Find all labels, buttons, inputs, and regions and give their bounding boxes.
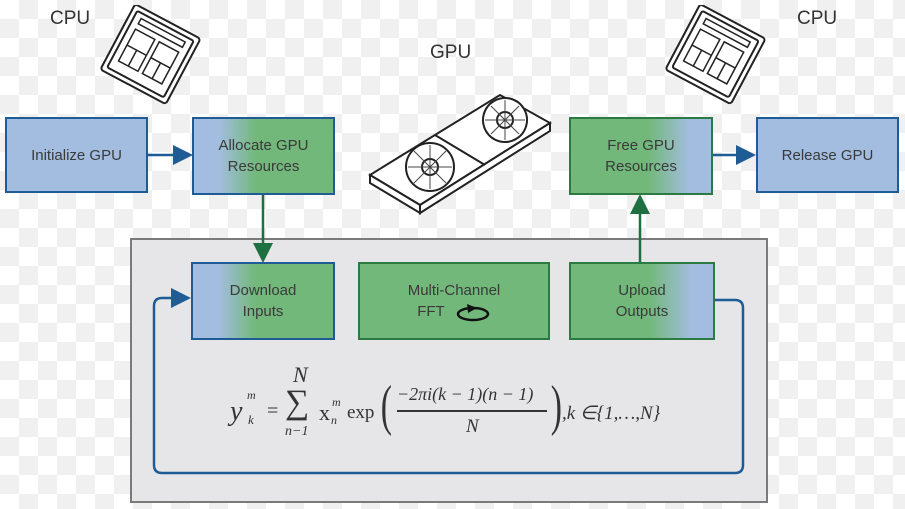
initialize-gpu-label: Initialize GPU (31, 146, 122, 164)
formula-denominator: N (466, 416, 479, 437)
formula-left-paren: ( (380, 375, 392, 437)
formula-numerator: −2πi(k − 1)(n − 1) (397, 384, 534, 404)
free-gpu-resources-box: Free GPU Resources (569, 117, 713, 195)
formula-sum-symbol: ∑ (285, 384, 310, 421)
cpu-icon-left (100, 5, 201, 105)
formula-domain: ,k ∈{1,…,N} (562, 403, 661, 424)
free-label-line1: Free GPU (607, 137, 675, 154)
cpu-label-right: CPU (797, 8, 838, 29)
fft-label-line2: FFT (417, 303, 445, 320)
dft-formula: y m k = N ∑ n−1 x m n exp ( −2πi(k − 1)(… (225, 362, 695, 447)
formula-y-sub: k (248, 412, 254, 427)
allocate-gpu-resources-box: Allocate GPU Resources (192, 117, 335, 195)
multi-channel-fft-box: Multi-Channel FFT (358, 262, 550, 340)
download-label-line1: Download (229, 282, 297, 299)
formula-right-paren: ) (550, 375, 562, 437)
formula-y-sup: m (247, 388, 256, 402)
formula-fraction-bar (397, 410, 547, 412)
cpu-label-left: CPU (50, 8, 91, 29)
free-label-line2: Resources (605, 158, 677, 175)
upload-label-line2: Outputs (615, 303, 669, 320)
allocate-label-line2: Resources (227, 158, 300, 175)
release-gpu-label: Release GPU (781, 146, 874, 164)
formula-sum-lower: n−1 (285, 424, 309, 439)
formula-x: x (319, 400, 330, 425)
formula-equals: = (267, 400, 279, 422)
fft-label-line1: Multi-Channel (407, 282, 501, 299)
formula-exp: exp (347, 402, 375, 423)
formula-y: y (230, 396, 243, 427)
gpu-label: GPU (430, 42, 472, 63)
download-label-line2: Inputs (242, 303, 284, 320)
initialize-gpu-box: Initialize GPU (5, 117, 148, 193)
cpu-icon-right (665, 5, 766, 105)
upload-label-line1: Upload (618, 282, 666, 299)
formula-x-sub: n (331, 413, 337, 427)
release-gpu-box: Release GPU (756, 117, 899, 193)
loop-icon (456, 303, 489, 321)
gpu-icon (368, 93, 552, 215)
loop-arrow (152, 288, 745, 475)
formula-sum-upper: N (293, 362, 308, 387)
allocate-label-line1: Allocate GPU (218, 137, 309, 154)
formula-x-sup: m (332, 395, 341, 409)
